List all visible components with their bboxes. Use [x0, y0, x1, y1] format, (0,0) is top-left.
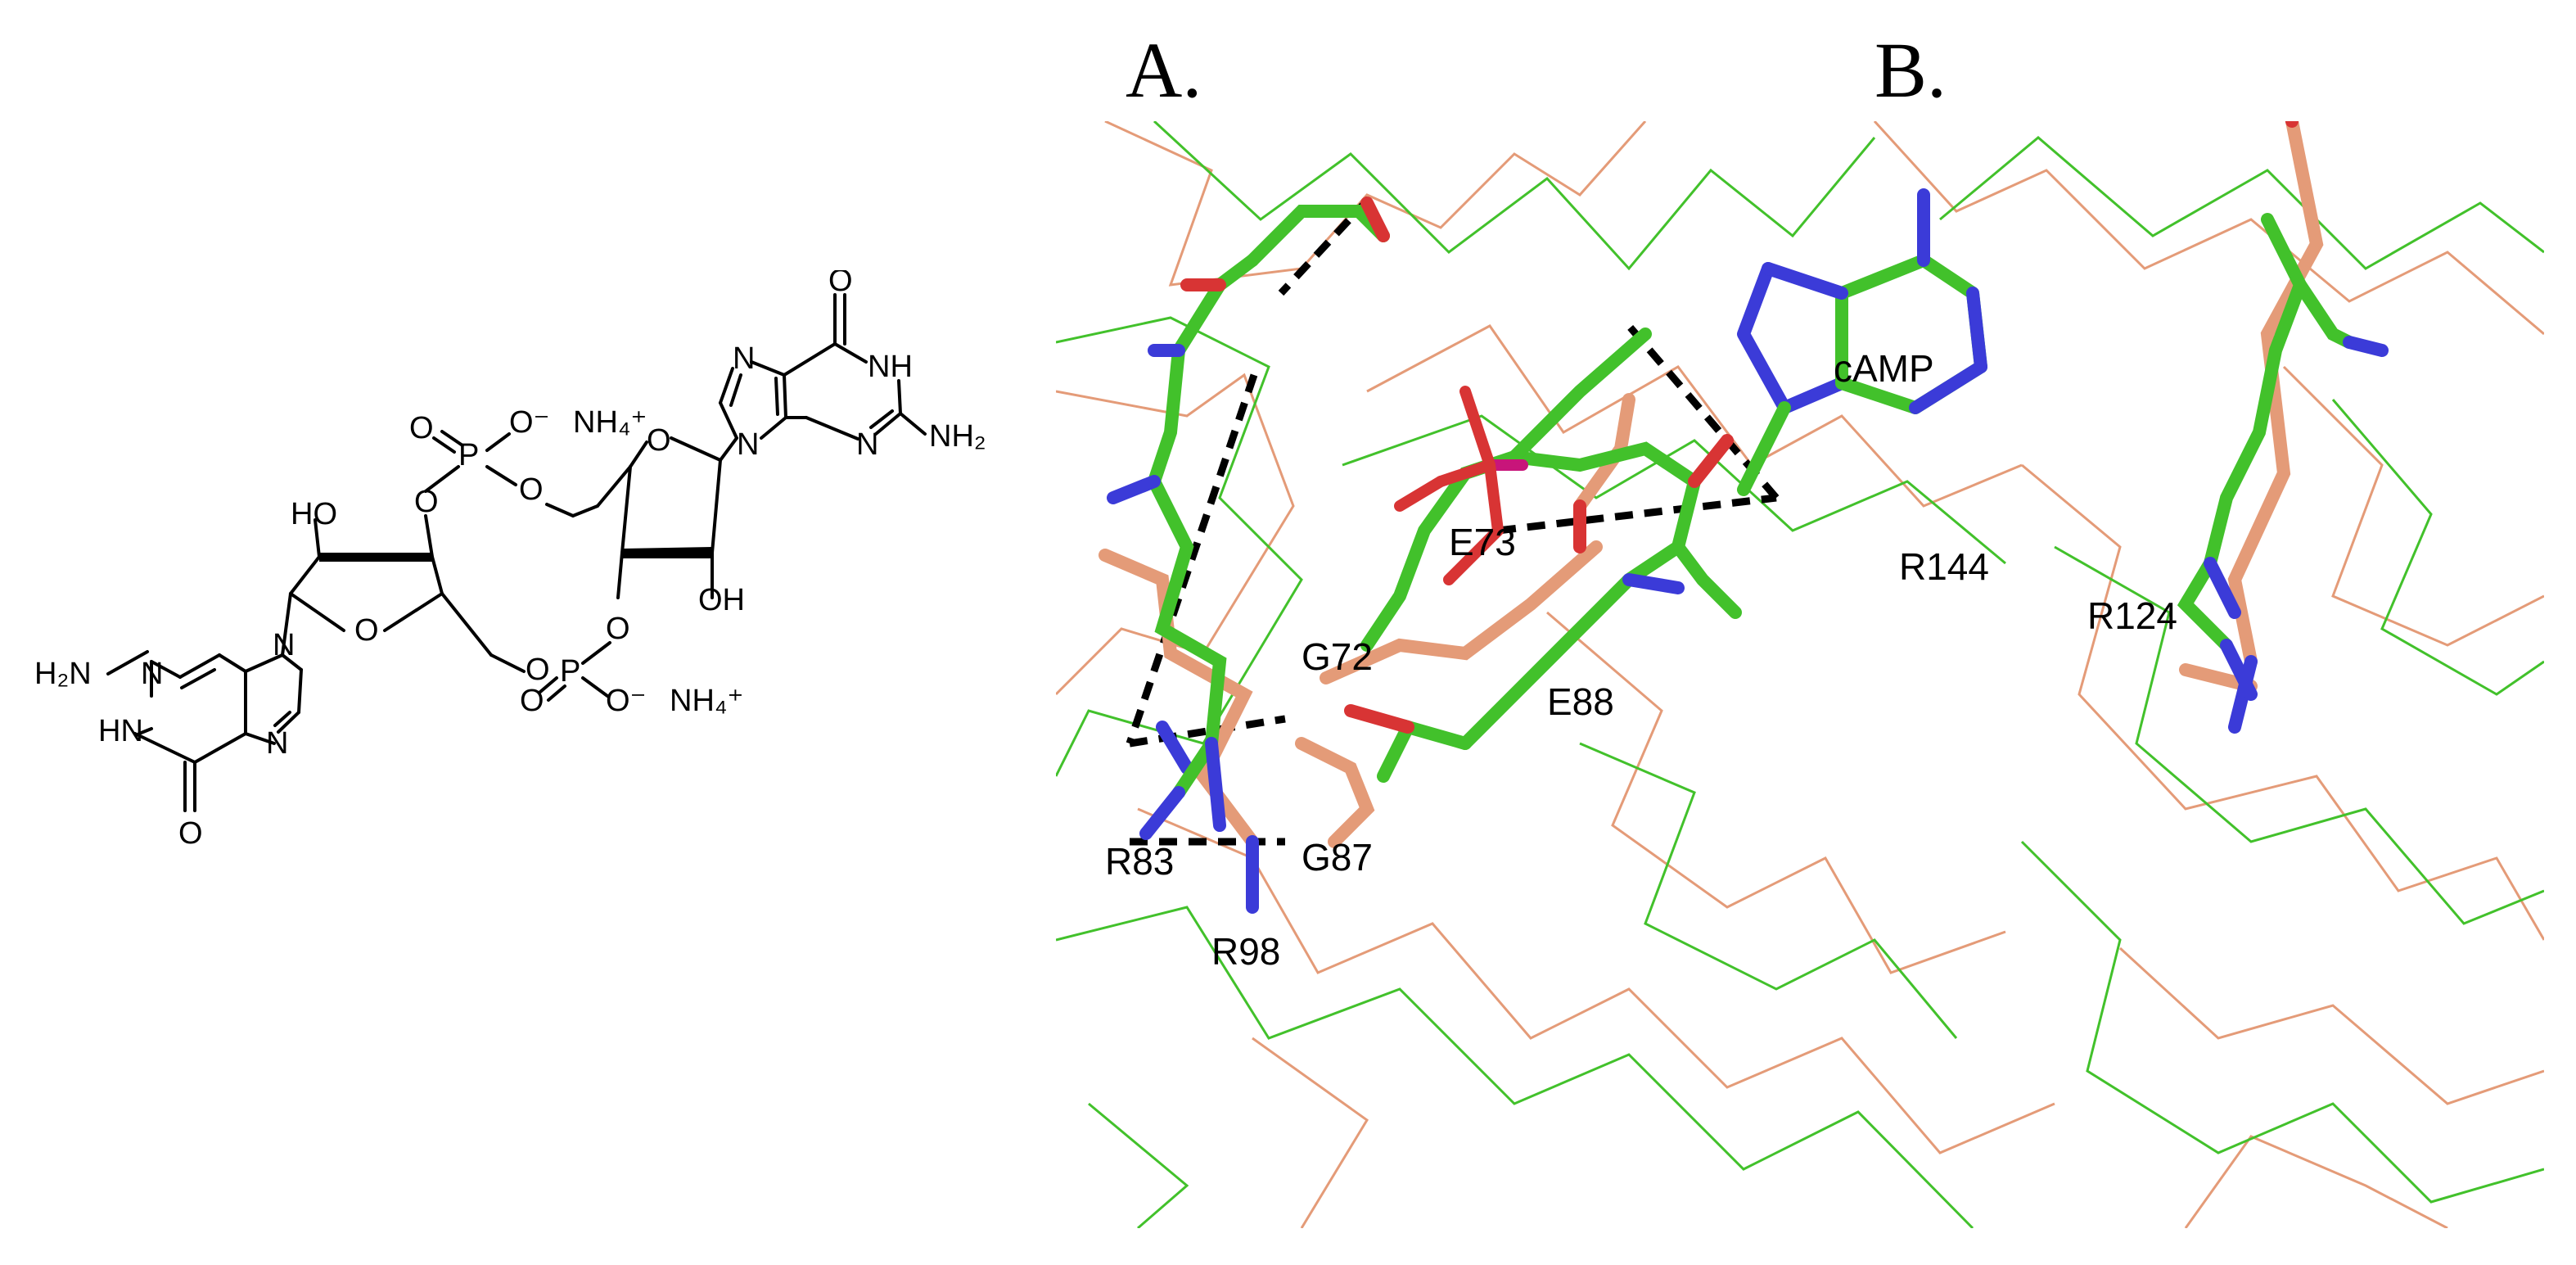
atom-nh2-right: NH₂	[929, 419, 986, 454]
atom-o-minus-bottom: O⁻	[606, 684, 647, 718]
panel-label-a: A.	[1126, 26, 1202, 114]
atom-n-right-3: N	[856, 427, 878, 462]
protein-structure-view: cAMP E73 G72 E88 R83 G87 R98 R144 R124	[1056, 121, 2544, 1228]
label-g87: G87	[1302, 836, 1373, 879]
atom-p-top: P	[458, 438, 479, 472]
atom-n-right-1: N	[733, 341, 755, 376]
label-camp: cAMP	[1834, 347, 1934, 390]
atom-o-double-top: O	[409, 411, 434, 445]
atom-ring-o-right: O	[647, 423, 671, 458]
atom-ho: HO	[291, 497, 337, 531]
atom-ester-o2: O	[519, 472, 544, 507]
label-r98: R98	[1211, 930, 1280, 973]
counterion-bottom: NH₄⁺	[670, 684, 743, 718]
residue-sticks-green	[1107, 197, 2389, 840]
backbone-trace-green	[1056, 121, 2544, 1228]
atom-o-minus-top: O⁻	[509, 405, 550, 440]
label-g72: G72	[1302, 635, 1373, 678]
atom-ester-o3: O	[526, 653, 550, 687]
atom-o-carbonyl-left: O	[178, 816, 203, 851]
atom-nh-right: NH	[868, 350, 913, 384]
atom-n-left-3: N	[266, 726, 288, 761]
atom-o-double-bottom: O	[520, 684, 544, 718]
atom-hn-left: HN	[98, 714, 143, 748]
atom-n-left-1: N	[141, 657, 163, 691]
camp-adenine	[1737, 188, 1987, 496]
atom-ester-o1: O	[414, 485, 439, 519]
atom-o-carbonyl-right: O	[828, 270, 853, 298]
counterion-top: NH₄⁺	[573, 405, 647, 440]
atom-n-right-2: N	[737, 427, 759, 462]
label-r144: R144	[1899, 545, 1989, 588]
label-r83: R83	[1105, 840, 1174, 883]
camp-phosphate	[1394, 386, 1528, 585]
atom-oh: OH	[698, 583, 745, 617]
label-e88: E88	[1547, 680, 1614, 723]
backbone-trace-salmon	[1056, 121, 2544, 1228]
label-r124: R124	[2087, 594, 2177, 637]
atom-p-bottom: P	[560, 654, 580, 689]
label-e73: E73	[1449, 521, 1516, 563]
chemical-structure: HO OH O O O O O O P P O O O⁻ O⁻ NH₄⁺ NH₄…	[34, 270, 986, 851]
atom-ester-o4: O	[606, 612, 630, 646]
atom-ring-o-left: O	[354, 613, 379, 648]
atom-h2n-left: H₂N	[34, 657, 92, 691]
panel-label-b: B.	[1874, 26, 1947, 114]
atom-n-left-2: N	[273, 628, 295, 662]
residue-sticks-salmon	[1099, 121, 2324, 914]
